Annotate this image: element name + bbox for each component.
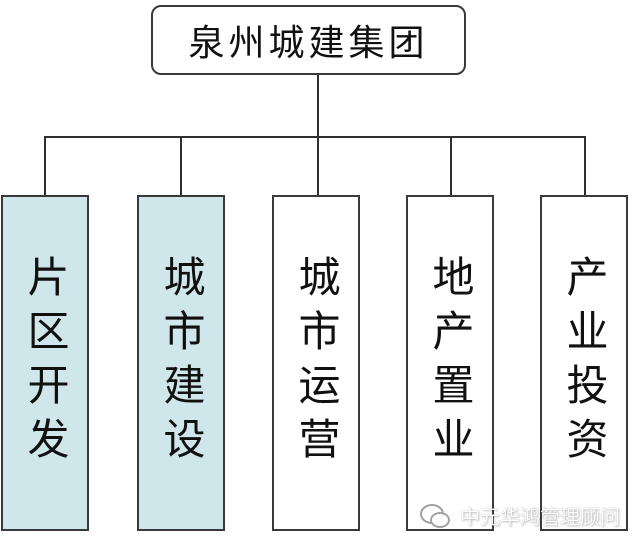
wechat-icon	[420, 503, 450, 528]
watermark: 中元华鸿管理顾问	[420, 501, 620, 530]
root-vertical-connector	[317, 75, 319, 137]
child-node-4-label: 地产置业	[426, 255, 475, 471]
child-node-2-label: 城市建设	[157, 255, 206, 471]
branch-line-3	[317, 136, 319, 195]
child-node-2: 城市建设	[137, 195, 225, 531]
child-node-5-label: 产业投资	[560, 255, 609, 471]
branch-line-5	[584, 136, 586, 195]
root-node-label: 泉州城建集团	[188, 23, 429, 64]
child-node-1: 片区开发	[1, 195, 89, 531]
child-node-3-label: 城市运营	[292, 255, 341, 471]
child-node-4: 地产置业	[406, 195, 494, 531]
wechat-bubble-right	[430, 511, 450, 528]
branch-line-4	[450, 136, 452, 195]
branch-line-2	[180, 136, 182, 195]
child-node-1-label: 片区开发	[21, 255, 70, 471]
child-node-3: 城市运营	[272, 195, 360, 531]
root-node: 泉州城建集团	[151, 5, 466, 75]
watermark-text: 中元华鸿管理顾问	[460, 505, 620, 529]
child-node-5: 产业投资	[540, 195, 628, 531]
branch-line-1	[44, 136, 46, 195]
horizontal-connector	[44, 136, 585, 138]
